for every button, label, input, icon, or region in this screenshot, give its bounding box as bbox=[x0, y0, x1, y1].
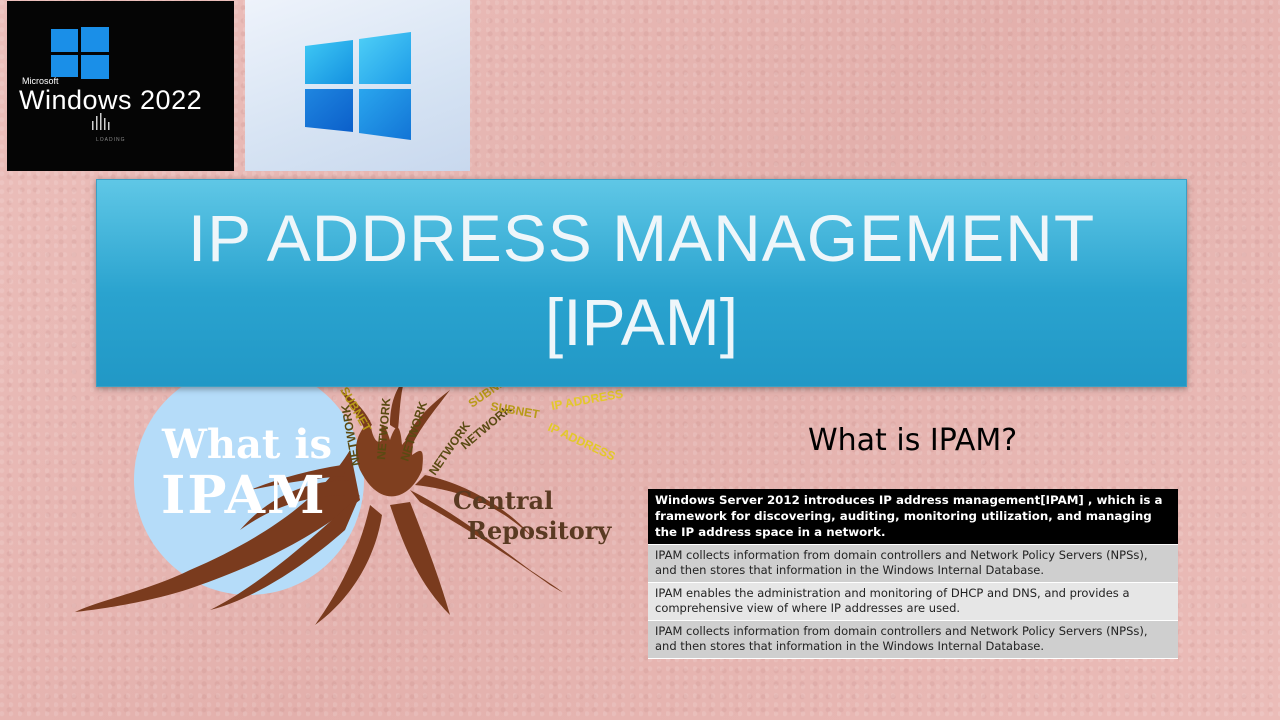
banner-title-line2: [IPAM] bbox=[544, 285, 739, 359]
info-row-header: Windows Server 2012 introduces IP addres… bbox=[648, 489, 1178, 545]
title-banner: IP ADDRESS MANAGEMENT [IPAM] bbox=[96, 179, 1187, 387]
microsoft-label: Microsoft bbox=[22, 76, 59, 86]
tree-roots bbox=[75, 450, 563, 625]
ipam-label: IPAM bbox=[161, 465, 327, 526]
central-label: Central bbox=[453, 486, 554, 515]
repository-label: Repository bbox=[467, 516, 612, 545]
loading-bars-icon bbox=[92, 113, 110, 130]
info-table: Windows Server 2012 introduces IP addres… bbox=[648, 489, 1178, 659]
question-heading: What is IPAM? bbox=[808, 423, 1018, 458]
windows-logo-icon bbox=[51, 27, 109, 79]
branch-ip-9: IP ADDRESS bbox=[546, 420, 618, 463]
windows-2022-label: Windows 2022 bbox=[19, 85, 203, 115]
what-is-label: What is bbox=[162, 421, 333, 468]
banner-title-line1: IP ADDRESS MANAGEMENT bbox=[187, 201, 1096, 275]
tree-trunk bbox=[355, 420, 423, 497]
info-row: IPAM enables the administration and moni… bbox=[648, 583, 1178, 621]
info-row: IPAM collects information from domain co… bbox=[648, 545, 1178, 583]
loading-label: LOADING bbox=[96, 137, 126, 143]
windows-11-logo-card bbox=[245, 0, 470, 171]
windows-11-logo-icon bbox=[305, 32, 411, 140]
branch-network-2: NETWORK bbox=[374, 397, 393, 460]
windows-2022-logo-card: Microsoft Windows 2022 LOADING bbox=[7, 1, 234, 171]
tree-branches bbox=[340, 378, 450, 445]
branch-network-3: NETWORK bbox=[398, 399, 431, 463]
info-row: IPAM collects information from domain co… bbox=[648, 621, 1178, 659]
branch-ip-8: IP ADDRESS bbox=[550, 387, 624, 413]
